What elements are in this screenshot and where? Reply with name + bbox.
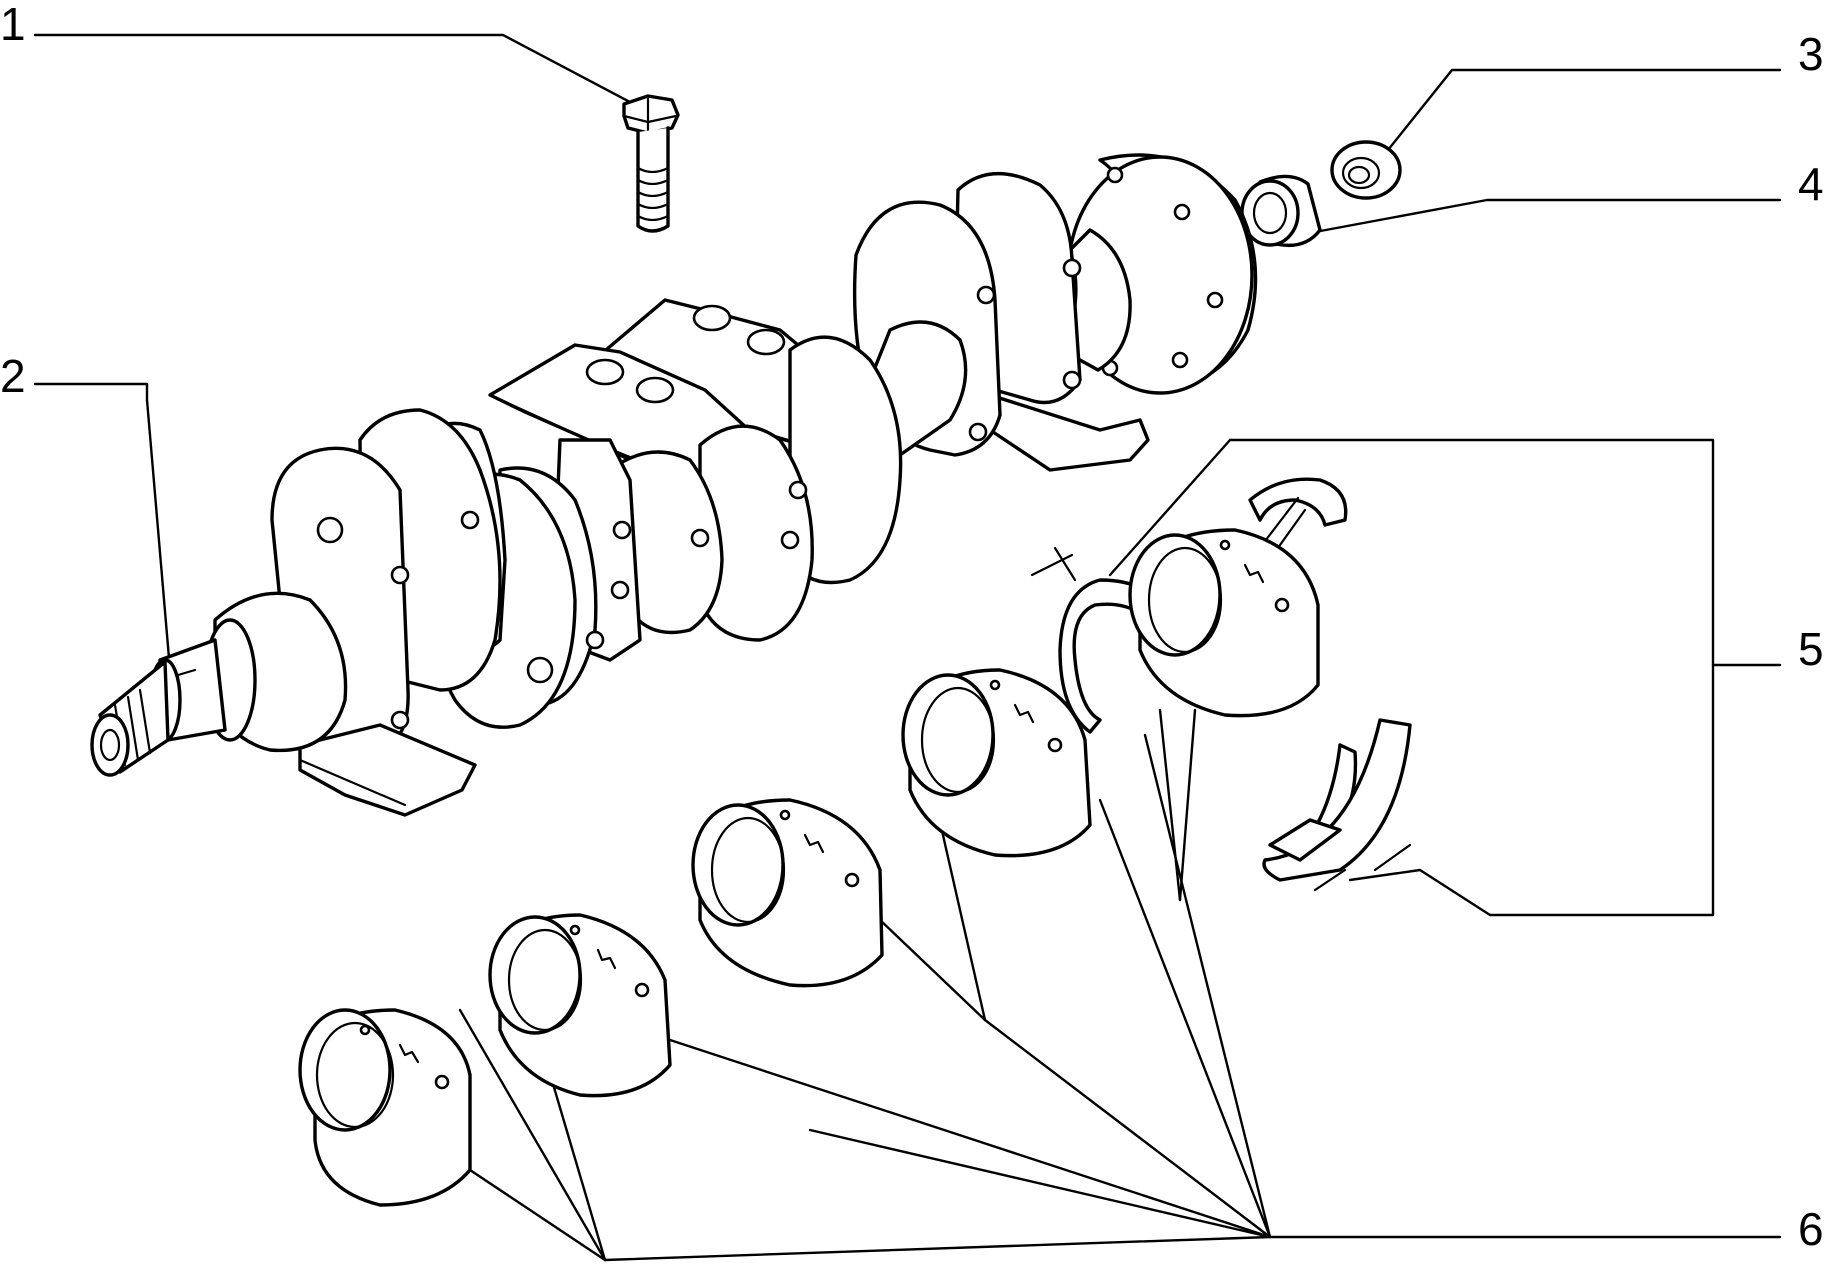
callout-3: 3 xyxy=(1798,28,1824,80)
callout-2: 2 xyxy=(0,350,26,402)
bushing-icon xyxy=(1330,140,1402,200)
crankshaft-icon xyxy=(90,153,1258,817)
callout-5: 5 xyxy=(1798,623,1824,675)
thrust-washer-icon xyxy=(1030,477,1412,892)
callout-4: 4 xyxy=(1798,158,1824,210)
leader-lines xyxy=(33,33,1782,1262)
bolt-icon xyxy=(622,94,680,233)
main-bearing-shell-icon xyxy=(298,528,1320,1207)
callout-1: 1 xyxy=(0,0,26,50)
sleeve-icon xyxy=(1240,174,1322,248)
callout-6: 6 xyxy=(1798,1203,1824,1255)
